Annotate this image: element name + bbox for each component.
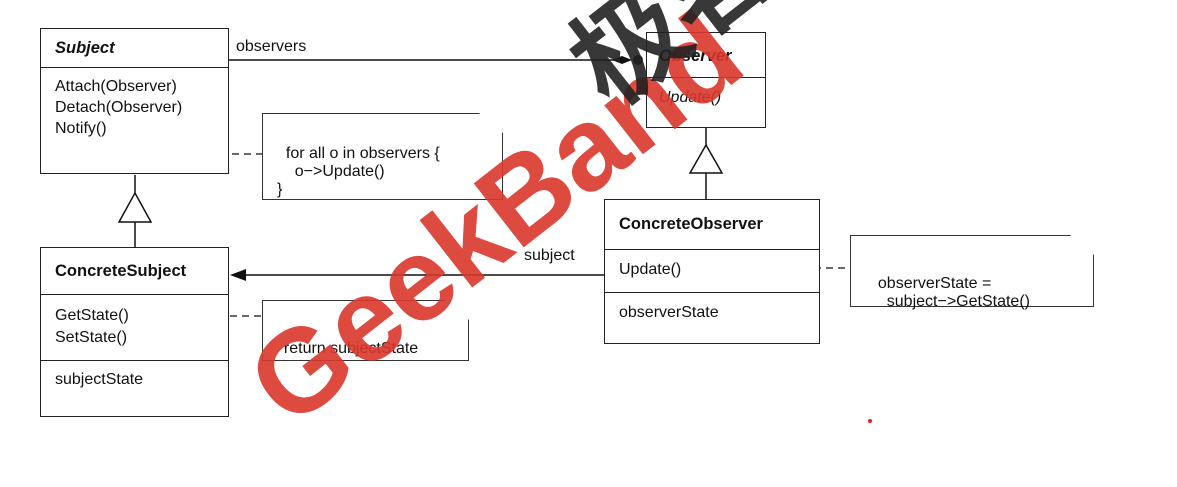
class-subject: Subject Attach(Observer) Detach(Observer… — [40, 28, 229, 174]
note-notify: for all o in observers { o−>Update() } — [262, 113, 503, 200]
aggregation-diamond — [612, 56, 632, 64]
note-fold-corner — [1070, 235, 1094, 255]
subject-role-label: subject — [524, 247, 575, 264]
operation-notify: Notify() — [55, 120, 107, 137]
class-concrete-subject-name: ConcreteSubject — [55, 262, 187, 280]
class-observer: Observer Update() — [646, 32, 766, 128]
subject-arrowhead — [230, 269, 246, 281]
attribute-observerstate: observerState — [619, 304, 719, 321]
class-subject-operations: Attach(Observer) Detach(Observer) Notify… — [41, 67, 228, 145]
note-fold-corner — [445, 300, 469, 320]
class-concrete-subject: ConcreteSubject GetState() SetState() su… — [40, 247, 229, 417]
class-concrete-observer-operations: Update() — [605, 249, 819, 292]
observers-role-label: observers — [236, 38, 307, 55]
note-getstate: return subjectState — [262, 300, 469, 361]
note-update-text: observerState = subject−>GetState() — [877, 275, 1030, 310]
class-concrete-subject-attributes: subjectState — [41, 360, 228, 398]
subject-inheritance-triangle — [117, 191, 153, 223]
note-notify-text: for all o in observers { o−>Update() } — [277, 145, 440, 198]
operation-update: Update() — [619, 261, 682, 278]
class-concrete-observer: ConcreteObserver Update() observerState — [604, 199, 820, 344]
operation-setstate: SetState() — [55, 329, 128, 346]
operation-update-abstract: Update() — [659, 89, 722, 106]
class-observer-name: Observer — [659, 47, 732, 65]
class-observer-operations: Update() — [647, 77, 765, 117]
class-concrete-subject-operations: GetState() SetState() — [41, 294, 228, 360]
multiplicity-dot — [633, 55, 643, 65]
operation-attach: Attach(Observer) — [55, 78, 177, 95]
stray-dot — [868, 419, 872, 423]
note-fold-corner — [479, 113, 503, 133]
operation-detach: Detach(Observer) — [55, 99, 183, 116]
class-concrete-observer-name: ConcreteObserver — [619, 215, 763, 233]
operation-getstate: GetState() — [55, 307, 129, 324]
attribute-subjectstate: subjectState — [55, 371, 144, 388]
class-concrete-observer-attributes: observerState — [605, 292, 819, 332]
note-getstate-text: return subjectState — [283, 340, 419, 357]
observer-inheritance-triangle — [688, 143, 724, 174]
class-subject-name: Subject — [55, 39, 115, 57]
note-update: observerState = subject−>GetState() — [850, 235, 1094, 310]
